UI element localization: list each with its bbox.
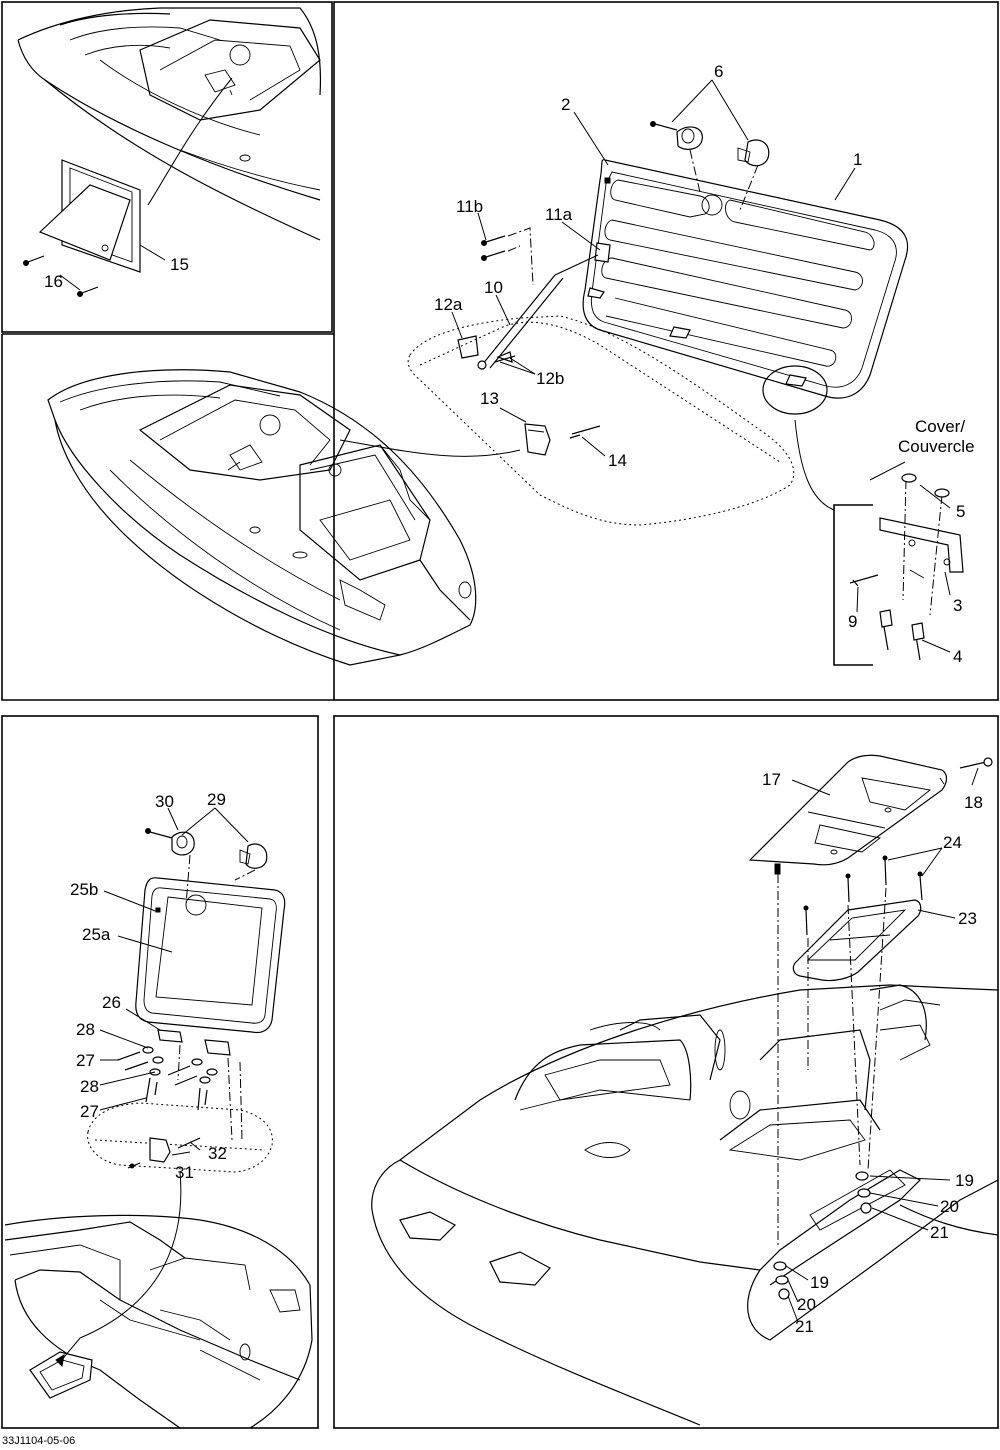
callout-6: 6 [714, 62, 723, 81]
storage-tray-23 [792, 855, 923, 982]
stern-boat-bottom-left [4, 1171, 313, 1429]
callout-24: 24 [943, 833, 962, 852]
callout-15: 15 [170, 255, 189, 274]
callout-25a: 25a [82, 925, 111, 944]
callout-20a: 20 [940, 1197, 959, 1216]
callout-2: 2 [561, 95, 570, 114]
bracket-12a [457, 335, 516, 363]
hinge-detail-3 [762, 365, 964, 666]
latch-31-32 [127, 1137, 201, 1169]
callout-19a: 19 [955, 1171, 974, 1190]
overview-boat [47, 369, 521, 666]
callout-21b: 21 [795, 1317, 814, 1336]
storage-cover-1 [582, 159, 909, 399]
small-hatch-opening [87, 1102, 273, 1173]
hinges-26-27-28 [117, 1029, 243, 1141]
callout-18: 18 [964, 793, 983, 812]
callout-29: 29 [207, 790, 226, 809]
callout-26: 26 [102, 993, 121, 1012]
callout-20b: 20 [797, 1295, 816, 1314]
assembly-centerlines [777, 874, 887, 1245]
top-left-boat-bow [17, 7, 322, 241]
hinge-6 [650, 121, 770, 211]
callout-1: 1 [853, 150, 862, 169]
top-cover-17 [748, 754, 993, 875]
callout-19b: 19 [810, 1273, 829, 1292]
cover-note-line1: Cover/ [915, 417, 965, 436]
callout-3: 3 [953, 596, 962, 615]
callout-16: 16 [44, 272, 63, 291]
callout-17: 17 [762, 770, 781, 789]
panel-frame-bottom-left [1, 715, 319, 1429]
callout-14: 14 [608, 451, 627, 470]
latch-13 [524, 423, 601, 456]
screw-16 [23, 255, 99, 297]
callout-23: 23 [958, 909, 977, 928]
callout-31: 31 [175, 1163, 194, 1182]
callout-11a: 11a [545, 205, 573, 224]
stern-boat-bottom-right [371, 984, 999, 1426]
callout-12a: 12a [434, 295, 463, 314]
screws-11b [481, 227, 534, 286]
callout-9: 9 [848, 612, 857, 631]
callout-5: 5 [956, 502, 965, 521]
cover-note-line2: Couvercle [898, 437, 975, 456]
access-hatch-15 [38, 77, 233, 273]
figure-code: 33J1104-05-06 [2, 1435, 75, 1447]
panel-frame-bottom-right [333, 715, 999, 1429]
callout-27b: 27 [80, 1102, 99, 1121]
gas-strut-10 [477, 254, 599, 370]
callout-12b: 12b [536, 369, 564, 388]
hatch-cover-25 [135, 877, 286, 1034]
panel-frame-top-overview [1, 333, 334, 701]
hinge-29 [145, 828, 268, 906]
callout-10: 10 [484, 278, 503, 297]
callout-11b: 11b [456, 197, 483, 216]
callout-13: 13 [480, 389, 499, 408]
storage-opening-outline [407, 315, 795, 526]
callout-28a: 28 [76, 1020, 95, 1039]
washers-19-20-21 [773, 1171, 872, 1300]
callout-27a: 27 [76, 1051, 95, 1070]
callout-4: 4 [953, 647, 962, 666]
callout-32: 32 [208, 1144, 227, 1163]
callout-21a: 21 [930, 1223, 949, 1242]
callout-30: 30 [155, 792, 174, 811]
panel-frame-top-left [1, 1, 333, 333]
panel-frame-top-right [333, 1, 999, 701]
callout-28b: 28 [80, 1077, 99, 1096]
callout-25b: 25b [70, 880, 98, 899]
